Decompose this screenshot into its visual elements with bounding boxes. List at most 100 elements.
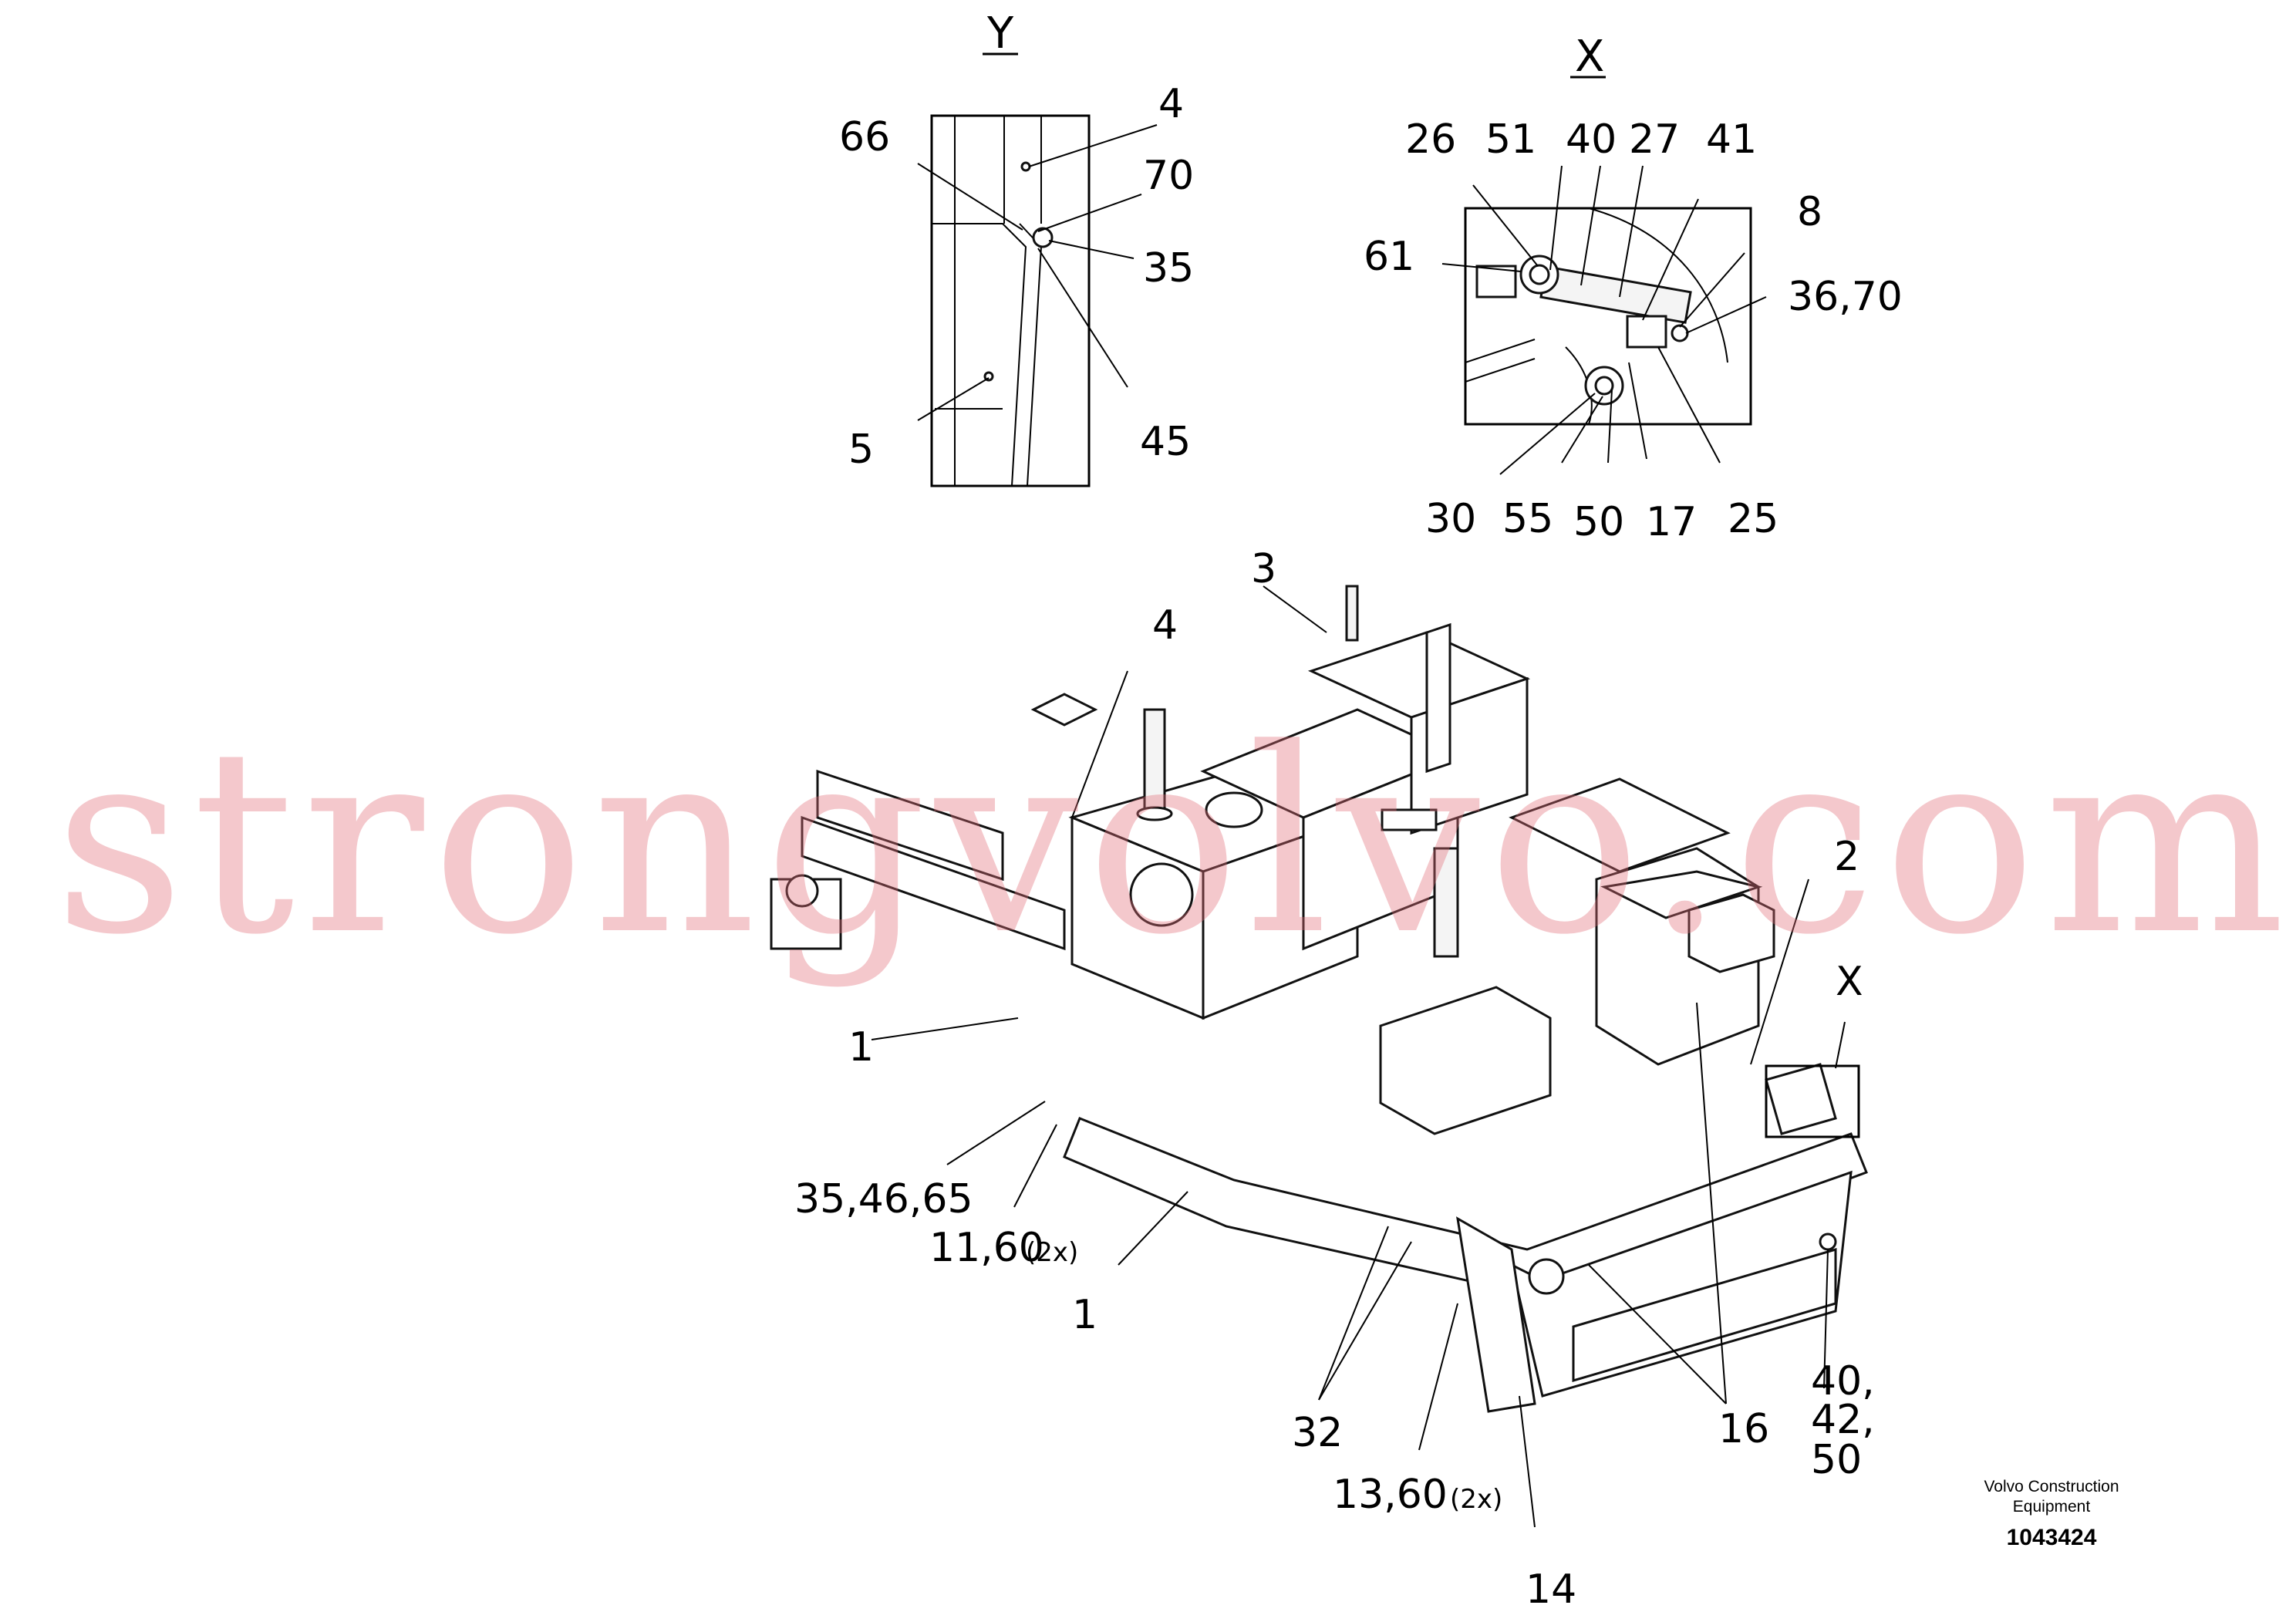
callout-label: 35 xyxy=(1143,245,1194,292)
lift-eye xyxy=(785,874,819,908)
leader-line xyxy=(1685,296,1767,334)
brand-block: Volvo Construction Equipment 1043424 xyxy=(1913,1477,2190,1551)
view-x-line xyxy=(1465,339,1536,363)
callout-label: 40 xyxy=(1566,116,1617,163)
leader-line xyxy=(1679,252,1745,328)
callout-qty: (2x) xyxy=(1026,1237,1078,1268)
callout-label: 32 xyxy=(1292,1410,1343,1456)
callout-qty: (2x) xyxy=(1450,1484,1502,1515)
view-y-bracket xyxy=(932,223,1027,487)
callout-label: 55 xyxy=(1502,496,1553,542)
callout-label: 40, xyxy=(1811,1358,1875,1404)
callout-label: 3 xyxy=(1251,546,1276,592)
callout-label: 11,60 xyxy=(929,1225,1044,1271)
leader-line xyxy=(1619,165,1644,298)
tank-access-cover xyxy=(1129,862,1194,927)
callout-label: 1 xyxy=(1072,1292,1097,1338)
leader-line xyxy=(1037,194,1142,232)
leader-line xyxy=(1519,1395,1536,1528)
brand-line-2: Equipment xyxy=(2012,1498,2091,1516)
leader-line xyxy=(946,1101,1046,1165)
leader-line xyxy=(1499,393,1596,475)
rear-screed-box xyxy=(1572,1247,1837,1383)
leader-line xyxy=(1037,248,1128,388)
callout-label: 35,46,65 xyxy=(794,1176,973,1222)
callout-label: 70 xyxy=(1143,153,1194,199)
mount-hole xyxy=(1528,1258,1565,1295)
leader-line xyxy=(1580,165,1601,286)
leader-line xyxy=(1549,165,1563,271)
callout-label: 5 xyxy=(848,427,874,473)
callout-label: 2 xyxy=(1834,834,1859,880)
main-assembly: 3 4 2 X 1 35,46,65 11,60 (2x) 1 32 13,60… xyxy=(770,546,1875,1613)
hydraulic-cylinder xyxy=(1433,847,1459,958)
right-deck xyxy=(1509,777,1731,873)
leader-line xyxy=(1472,184,1539,267)
control-box xyxy=(1379,986,1552,1135)
callout-label: 14 xyxy=(1526,1566,1576,1613)
callout-label: 41 xyxy=(1706,116,1757,163)
callout-label: 45 xyxy=(1140,419,1191,465)
antenna-post xyxy=(1345,585,1359,642)
callout-label: 16 xyxy=(1718,1406,1769,1452)
callout-label: 1 xyxy=(848,1024,874,1071)
view-y-fitting xyxy=(1032,227,1054,248)
callout-label: 27 xyxy=(1629,116,1680,163)
leader-line xyxy=(1418,1303,1458,1451)
callout-label: 17 xyxy=(1646,499,1697,545)
callout-label: 4 xyxy=(1158,81,1184,127)
view-x-clevis xyxy=(1626,315,1667,349)
detail-view-y: Y 66 4 70 35 45 5 xyxy=(839,8,1194,487)
view-x-pin xyxy=(1671,324,1689,342)
callout-label: 26 xyxy=(1405,116,1456,163)
leader-line xyxy=(1318,1226,1389,1401)
leader-line xyxy=(1642,198,1699,321)
view-x-line xyxy=(1465,358,1536,383)
drawing-number: 1043424 xyxy=(2006,1525,2097,1550)
leader-line xyxy=(1118,1191,1188,1266)
leader-line xyxy=(1441,263,1522,272)
leader-line xyxy=(1657,346,1721,464)
view-y-hole xyxy=(1020,161,1031,172)
leader-line xyxy=(917,377,990,421)
detail-view-x: X 26 51 40 27 41 8 61 36,70 xyxy=(1364,32,1903,545)
callout-label: 42, xyxy=(1811,1397,1875,1443)
callout-label: 51 xyxy=(1485,116,1536,163)
callout-label: 36,70 xyxy=(1788,274,1903,320)
grease-fitting xyxy=(1819,1233,1837,1251)
upper-box-front xyxy=(1425,622,1451,774)
callout-label: 4 xyxy=(1152,602,1178,649)
filler-cap xyxy=(1205,791,1263,828)
callout-label: 66 xyxy=(839,114,890,160)
leader-line xyxy=(1835,1021,1846,1069)
leader-line xyxy=(1013,1124,1057,1208)
right-housing-top xyxy=(1600,870,1763,919)
left-platform xyxy=(816,769,1004,882)
right-bracket xyxy=(1687,893,1775,973)
callout-label: 50 xyxy=(1573,499,1624,545)
leader-line xyxy=(1607,389,1613,464)
callout-label: 13,60 xyxy=(1333,1472,1448,1518)
left-frame xyxy=(801,815,1066,951)
leader-line xyxy=(1048,240,1135,259)
view-x-bearing-center xyxy=(1594,376,1614,396)
leader-line xyxy=(1318,1241,1412,1401)
leader-line xyxy=(1561,396,1603,464)
callout-label: 25 xyxy=(1728,496,1778,542)
leader-line xyxy=(1628,362,1647,460)
handle xyxy=(1381,808,1438,831)
leader-line xyxy=(1588,1264,1727,1404)
brand-line-1: Volvo Construction xyxy=(1984,1478,2119,1496)
view-x-block xyxy=(1475,265,1517,298)
detail-x-reference-box xyxy=(1765,1064,1860,1138)
view-x-title: X xyxy=(1575,32,1604,82)
view-y-title: Y xyxy=(986,8,1014,59)
left-hook xyxy=(1030,693,1098,727)
view-x-arc xyxy=(1588,207,1728,363)
leader-line xyxy=(917,163,1023,231)
leader-line xyxy=(1263,585,1327,633)
exhaust-flange xyxy=(1136,806,1173,821)
leader-line xyxy=(1071,670,1128,818)
